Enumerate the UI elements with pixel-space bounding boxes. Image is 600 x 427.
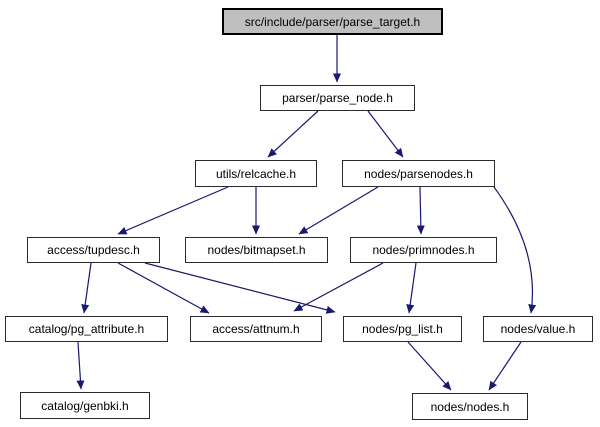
edge-primnodes-to-pg-list <box>406 262 417 314</box>
node-parsenodes[interactable]: nodes/parsenodes.h <box>342 160 495 187</box>
node-pg-attribute[interactable]: catalog/pg_attribute.h <box>5 316 168 342</box>
node-primnodes[interactable]: nodes/primnodes.h <box>350 237 497 263</box>
edge-relcache-to-tupdesc <box>117 186 229 235</box>
edge-parsenodes-to-value <box>493 186 537 314</box>
node-nodes[interactable]: nodes/nodes.h <box>412 393 528 420</box>
node-bitmapset[interactable]: nodes/bitmapset.h <box>185 237 328 263</box>
edge-tupdesc-to-pg-attribute <box>81 262 92 314</box>
node-value[interactable]: nodes/value.h <box>483 316 593 342</box>
edge-parsenodes-to-primnodes <box>416 186 425 235</box>
edge-pg-attribute-to-genbki <box>76 341 85 390</box>
node-pg-list[interactable]: nodes/pg_list.h <box>343 316 462 342</box>
node-tupdesc[interactable]: access/tupdesc.h <box>27 237 160 263</box>
node-genbki[interactable]: catalog/genbki.h <box>20 392 150 419</box>
node-parse-target[interactable]: src/include/parser/parse_target.h <box>222 8 443 35</box>
edge-primnodes-to-attnum <box>293 262 384 312</box>
edge-parsenodes-to-bitmapset <box>298 186 379 235</box>
edge-value-to-nodes <box>488 341 522 391</box>
node-parse-node[interactable]: parser/parse_node.h <box>260 85 415 111</box>
node-relcache[interactable]: utils/relcache.h <box>195 160 317 187</box>
node-attnum[interactable]: access/attnum.h <box>190 316 322 342</box>
edge-tupdesc-to-attnum <box>117 262 210 314</box>
edge-parse-node-to-parsenodes <box>367 110 404 158</box>
edge-pg-list-to-nodes <box>407 341 452 391</box>
edge-parse-node-to-relcache <box>267 110 319 158</box>
